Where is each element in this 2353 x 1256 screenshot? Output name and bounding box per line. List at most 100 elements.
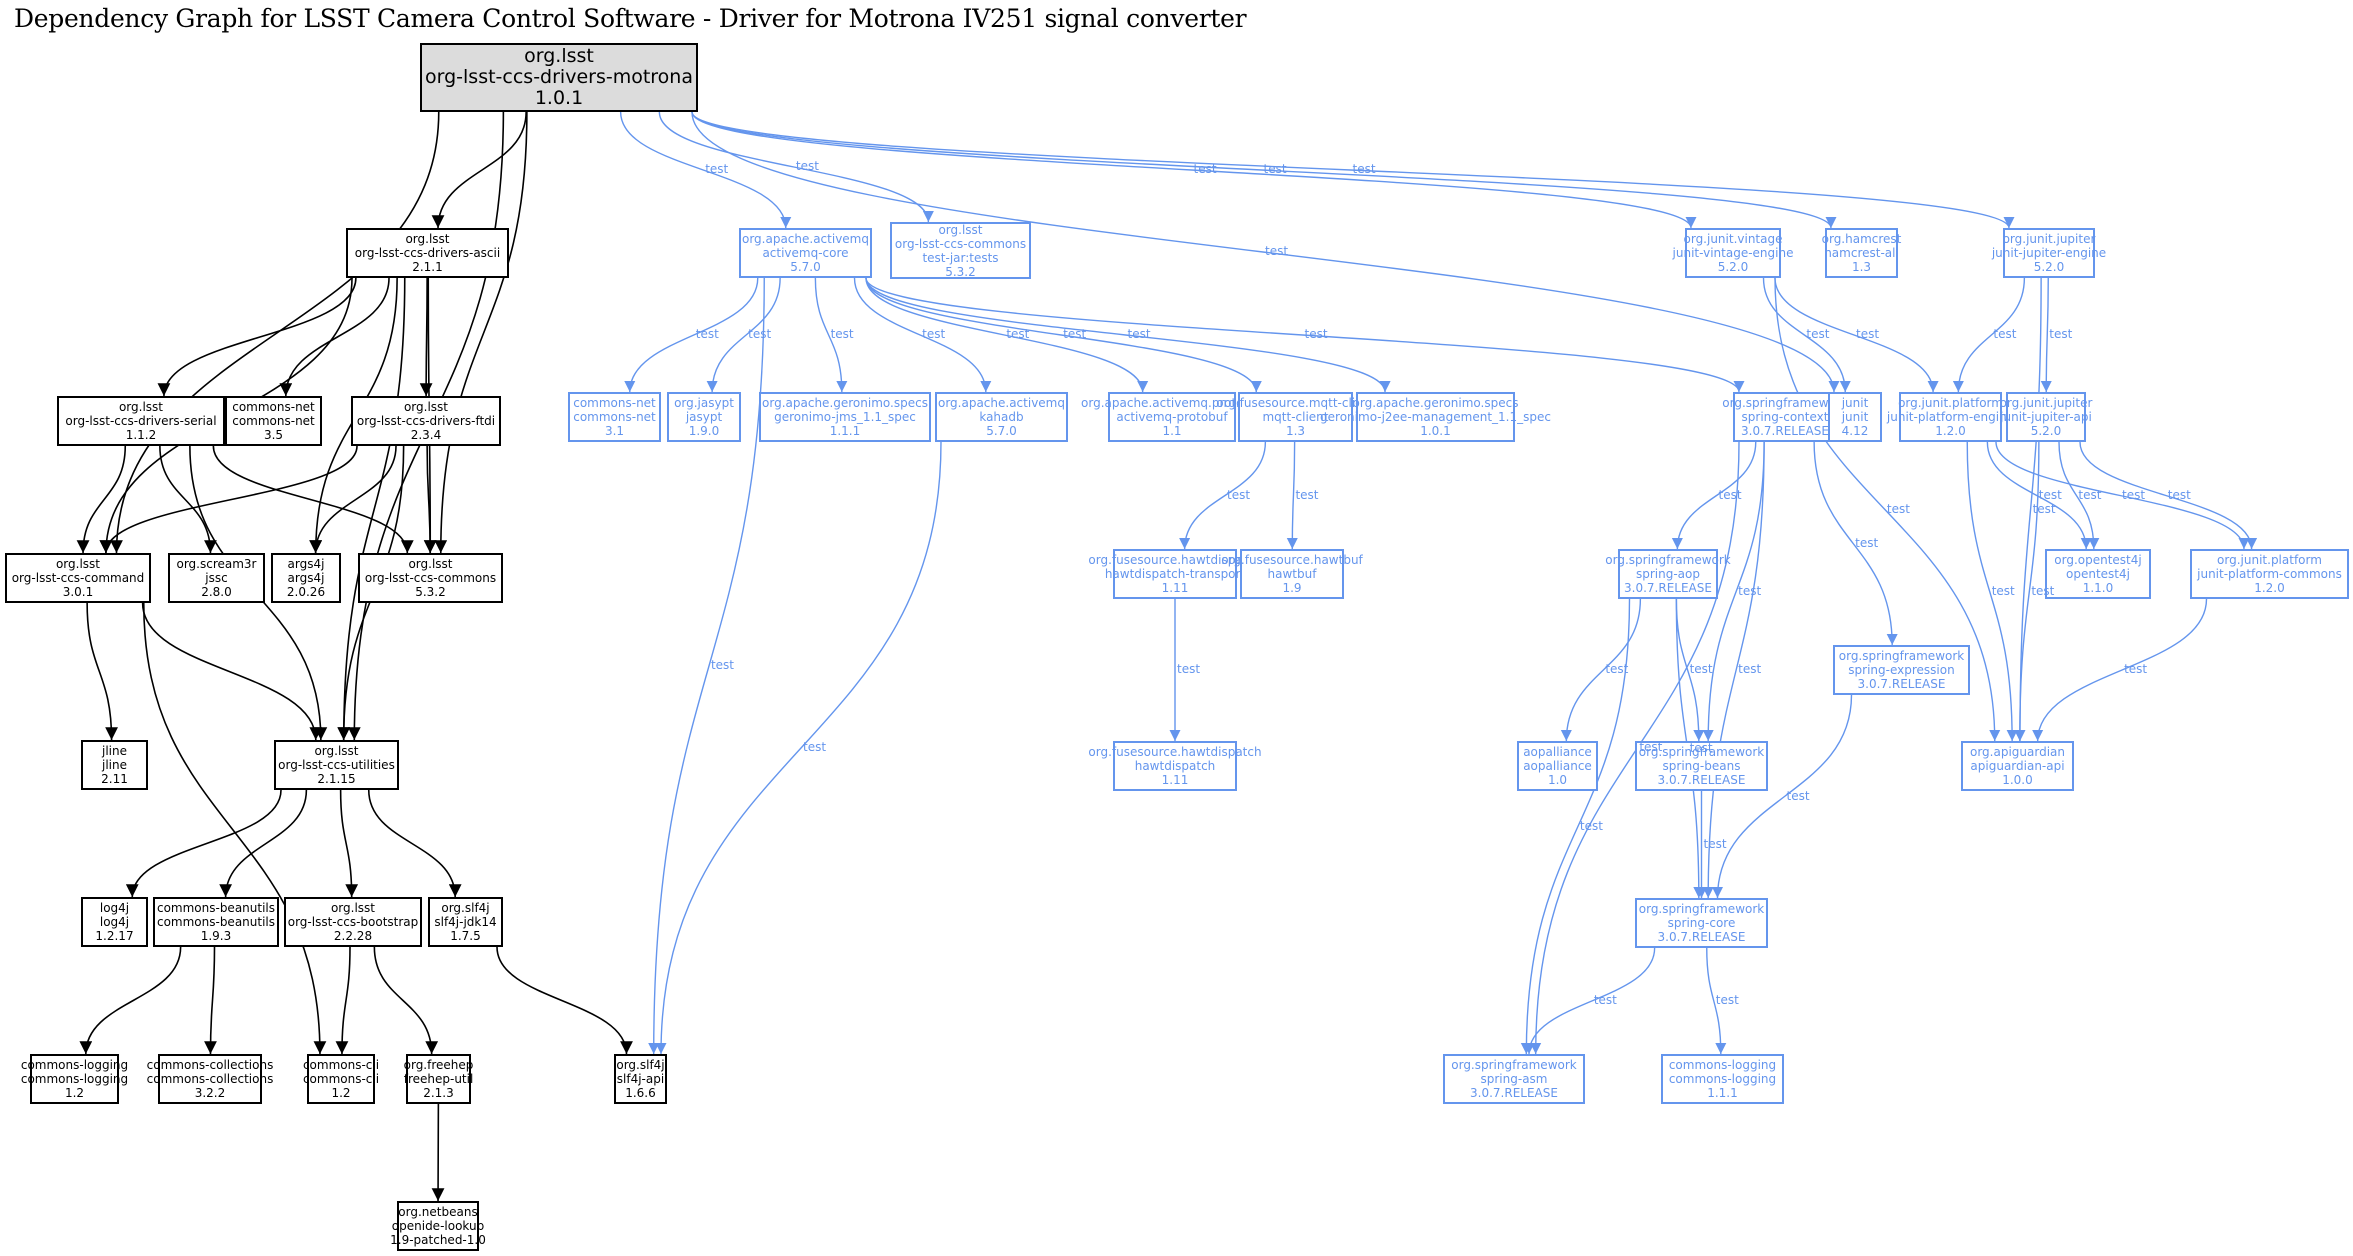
node-label-line: 5.2.0 [2033, 260, 2065, 274]
edge-springctx-to-springcore [1702, 441, 1765, 899]
node-label-line: org.opentest4j [2054, 553, 2142, 567]
node-label-line: org.springframework [1722, 396, 1848, 410]
node-label-line: spring-beans [1662, 759, 1741, 773]
edge-ftdi-to-args4j [309, 445, 397, 554]
node-label-line: org-lsst-ccs-drivers-ftdi [356, 414, 496, 428]
edge-label: test [1786, 788, 1810, 803]
edge-label: test [1991, 583, 2015, 598]
edge-amqcore-to-j2ee [865, 277, 1391, 393]
node-label-line: 3.0.7.RELEASE [1624, 581, 1712, 595]
edge-label: test [1856, 327, 1880, 341]
node-label-line: org.scream3r [176, 557, 257, 571]
edge-label: test [1718, 487, 1742, 502]
edge-serial-to-commons [212, 445, 414, 554]
node-label-line: org-lsst-ccs-drivers-motrona [425, 66, 693, 88]
edge-label: test [710, 658, 735, 672]
node-label-line: junit [1841, 396, 1869, 410]
node-label-line: 5.7.0 [986, 424, 1017, 438]
edge-utilities-to-bootstrap [339, 789, 359, 898]
node-label-line: 1.2.0 [1935, 424, 1966, 438]
edge-amqcore-to-mqtt [865, 277, 1262, 393]
node-label-line: org-lsst-ccs-utilities [278, 758, 395, 772]
edge-springcore-to-clogging111 [1706, 947, 1727, 1055]
node-label-line: commons-net [232, 400, 315, 414]
edge-label: test [2049, 327, 2073, 341]
node-label-line: 3.0.7.RELEASE [1741, 424, 1829, 438]
edge-label: test [1265, 244, 1289, 258]
node-label-line: org.lsst [524, 45, 594, 67]
node-label-line: slf4j-jdk14 [434, 915, 497, 929]
node-label-line: spring-core [1667, 916, 1736, 930]
edge-amqcore-to-springctx [865, 277, 1745, 393]
node-label-line: 1.0 [1547, 773, 1568, 787]
node-label-line: commons-net [232, 414, 315, 428]
node-label-line: 3.0.1 [62, 585, 94, 599]
edge-label: test [1689, 740, 1713, 755]
node-label-line: activemq-protobuf [1116, 410, 1228, 424]
node-label-line: org-lsst-ccs-command [11, 571, 145, 585]
node-label-line: org.junit.platform [2217, 553, 2322, 567]
edge-label: test [1352, 162, 1376, 176]
node-label-line: commons-net [573, 410, 656, 424]
edge-label: test [2078, 487, 2102, 502]
edge-label: test [1006, 327, 1030, 341]
node-label-line: org.lsst [938, 222, 983, 237]
edge-amqcore-to-cnet31 [624, 277, 759, 393]
node-label-line: 4.12 [1841, 424, 1869, 438]
edge-jupengine-to-apiguardian [2014, 277, 2042, 742]
node-label-line: org.springframework [1638, 902, 1765, 916]
edge-mqtt-to-hdtransport [1179, 441, 1267, 550]
node-label-line: org.fusesource.mqtt-client [1216, 396, 1375, 410]
node-label-line: mqtt-client [1262, 410, 1329, 424]
node-label-line: 2.1.15 [317, 772, 356, 786]
node-label-line: hawtbuf [1267, 567, 1317, 581]
node-label-line: opentest4j [2066, 567, 2130, 581]
node-label-line: junit [1841, 410, 1869, 424]
node-label-line: org.lsst [403, 400, 449, 414]
node-label-line: org-lsst-ccs-commons [364, 571, 497, 585]
node-label-line: hawtdispatch-transport [1104, 567, 1246, 581]
edge-root-to-amqcore [619, 111, 792, 229]
edge-label: test [1886, 501, 1910, 516]
node-label-line: org.junit.jupiter [1999, 396, 2093, 410]
edge-label: test [2124, 662, 2148, 676]
edge-label: test [1227, 487, 1251, 502]
node-label-line: org.apache.geronimo.specs [762, 396, 928, 410]
node-label-line: 2.0.26 [286, 585, 326, 599]
node-label-line: 3.0.7.RELEASE [1657, 930, 1746, 944]
edge-label: test [1855, 535, 1879, 550]
edge-label: test [2121, 487, 2146, 502]
node-label-line: 1.0.1 [1420, 424, 1451, 438]
node-label-line: 1.9.3 [200, 929, 232, 943]
node-label-line: 1.2.17 [95, 929, 134, 943]
edge-label: test [1593, 993, 1617, 1007]
node-label-line: log4j [99, 915, 130, 929]
node-label-line: args4j [287, 571, 325, 585]
edge-label: test [1304, 327, 1328, 341]
node-label-line: 1.1 [1162, 424, 1182, 438]
node-label-line: 1.11 [1161, 581, 1189, 595]
edge-platengine-to-apiguardian [1966, 441, 2018, 742]
edge-springctx-to-springexpr [1813, 441, 1898, 646]
edge-amqcore-to-kahadb [853, 277, 992, 393]
node-label-line: geronimo-jms_1.1_spec [774, 410, 916, 424]
edge-root-to-junit [691, 111, 1840, 393]
edge-command-to-ccli [142, 602, 327, 1055]
node-label-line: commons-net [573, 396, 656, 410]
